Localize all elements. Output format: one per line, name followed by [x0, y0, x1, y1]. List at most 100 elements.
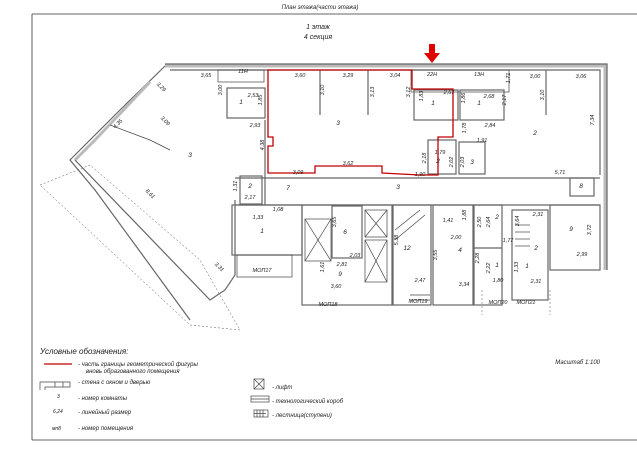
- dimension: 1,71: [506, 73, 512, 84]
- legend-sample: 6,24: [53, 409, 63, 415]
- legend-text: - линейный размер: [78, 409, 132, 416]
- dimension: 3,09: [159, 115, 171, 127]
- wall-with-window-icon: [39, 381, 71, 390]
- dimension: 3,31: [213, 261, 225, 273]
- legend-text: - технологический короб: [272, 398, 344, 405]
- dimension: 1,78: [462, 122, 468, 134]
- dimension: 3,64: [515, 216, 521, 227]
- dimension: 1,08: [273, 207, 285, 213]
- dimension: 2,22: [486, 263, 492, 275]
- dimension: 2,00: [450, 235, 463, 241]
- room-number: 4: [458, 247, 462, 254]
- premises-label: МОП17: [253, 268, 273, 274]
- dimension: 2,64: [486, 217, 492, 229]
- plan-labels: 11Н 22Н 13Н 3,65 3,00 1 2,53 1,85 2,93 3…: [112, 69, 596, 308]
- dimension: 2,17: [502, 94, 508, 107]
- dimension: 2,18: [422, 152, 428, 165]
- room-number: 3: [188, 152, 192, 159]
- dimension: 1,61: [320, 262, 326, 273]
- dimension: 1,83: [419, 90, 425, 102]
- legend-sample: 3: [57, 394, 60, 400]
- room-number: 1: [477, 100, 481, 107]
- dimension: 3,62: [343, 161, 354, 167]
- dimension: 1,80: [493, 278, 505, 284]
- dimension: 3,04: [390, 73, 401, 79]
- premises-label: МОП21: [517, 300, 536, 306]
- dimension: 3,12: [406, 87, 412, 98]
- dimension: 5,38: [394, 234, 400, 246]
- dimension: 2,84: [484, 123, 496, 129]
- dimension: 1,85: [258, 94, 264, 106]
- dimension: 5,71: [555, 170, 566, 176]
- section-label: 4 секция: [304, 34, 332, 41]
- room-number: 2: [435, 158, 440, 165]
- room-number: 3: [336, 120, 340, 127]
- dimension: 2,68: [483, 94, 496, 100]
- dimension: 3,72: [587, 225, 593, 236]
- dimension: 2,31: [530, 279, 542, 285]
- sheet-title: План этажа(части этажа): [282, 5, 359, 11]
- dimension: 3,06: [576, 74, 588, 80]
- new-premises-boundary: [267, 69, 454, 176]
- dimension: 1,86: [461, 92, 467, 104]
- room-number: 1: [495, 262, 499, 269]
- stairs-icon: [253, 409, 269, 418]
- premises-label: 13Н: [474, 72, 484, 78]
- dimension: 1,88: [462, 209, 468, 221]
- dimension: 3,29: [343, 73, 354, 79]
- room-number: 3: [470, 159, 474, 166]
- room-number: 6: [343, 229, 347, 236]
- dimension: 3,10: [320, 84, 326, 96]
- room-number: 2: [247, 183, 252, 190]
- dimension: 2,03: [349, 253, 362, 259]
- legend-text: - лестница(ступени): [272, 413, 332, 419]
- dimension: 2,28: [475, 252, 481, 265]
- dimension: 3,00: [218, 84, 224, 96]
- dimension: 1,41: [443, 218, 454, 224]
- floor-label: 1 этаж: [306, 24, 331, 31]
- dimension: 1,33: [514, 261, 520, 273]
- dimension: 2,47: [414, 278, 427, 284]
- dimension: 3,00: [530, 74, 542, 80]
- stairs-icon: [394, 209, 530, 301]
- legend-title: Условные обозначения:: [39, 347, 128, 356]
- room-number: 7: [286, 185, 290, 192]
- premises-label: МОП20: [489, 300, 509, 306]
- room-number: 1: [239, 99, 243, 106]
- dimension: 2,17: [244, 195, 257, 201]
- legend-text: - номер комнаты: [78, 396, 128, 402]
- room-number: 1: [525, 263, 529, 270]
- dimension: 3,09: [293, 170, 304, 176]
- legend-text: - лифт: [272, 385, 292, 391]
- room-number: 8: [579, 183, 583, 190]
- room-number: 2: [533, 245, 538, 252]
- premises-label: 11Н: [238, 69, 248, 75]
- dimension: 3,60: [295, 73, 307, 79]
- legend-sample: мп8: [52, 426, 61, 432]
- dimension: 1,31: [233, 181, 239, 192]
- room-number: 2: [532, 130, 537, 137]
- dimension: 2,50: [477, 216, 483, 229]
- dimension: 1,91: [477, 138, 488, 144]
- premises-label: 22Н: [426, 72, 437, 78]
- legend-text: - часть границы геометрической фигуры: [78, 361, 198, 368]
- dimension: 8,61: [144, 188, 156, 200]
- dimension: 2,31: [532, 212, 544, 218]
- dimension: 1,33: [253, 215, 265, 221]
- elevator-icon: [253, 378, 265, 390]
- room-number: 1: [431, 100, 435, 107]
- dimension: 4,38: [260, 139, 266, 151]
- dimension: 2,99: [576, 252, 588, 258]
- room-number: 9: [569, 226, 573, 233]
- dimension: 3,55: [433, 249, 439, 261]
- room-number: 2: [494, 214, 499, 221]
- dimension: 3,10: [540, 89, 546, 101]
- dimension: 3,65: [201, 73, 213, 79]
- dimension: 2,81: [336, 262, 348, 268]
- legend: Условные обозначения: - часть границы ге…: [39, 347, 344, 432]
- room-number: 1: [260, 228, 264, 235]
- room-number: 3: [396, 184, 400, 191]
- dimension: 7,34: [590, 115, 596, 126]
- dimension: 3,34: [459, 282, 470, 288]
- dimension: 1,77: [503, 238, 515, 244]
